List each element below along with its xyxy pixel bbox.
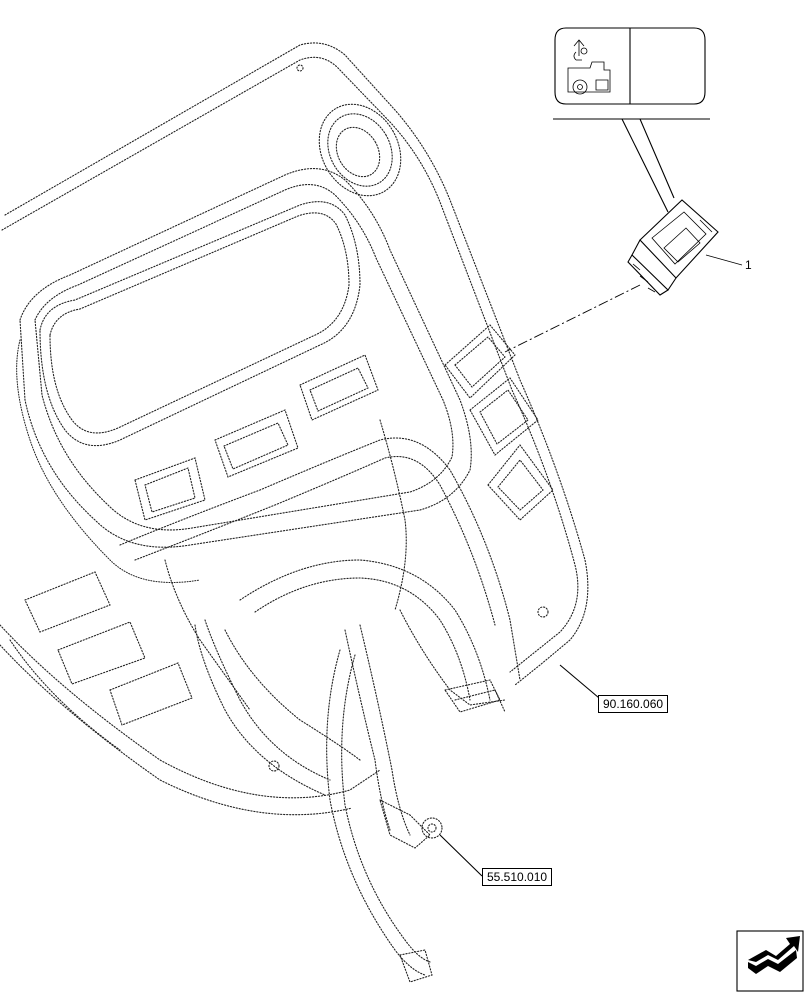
rocker-switch-part [627, 199, 719, 296]
screw-hole [268, 760, 280, 772]
screw-hole [537, 606, 549, 618]
cable-harness [194, 619, 506, 983]
console-shell [0, 42, 589, 816]
callout-ref-bottom[interactable]: 55.510.010 [482, 868, 553, 886]
bezel-switch-row [134, 354, 379, 521]
steering-housing [119, 419, 521, 711]
switch-symbol-panel [553, 27, 710, 213]
callout-ref-top[interactable]: 90.160.060 [598, 695, 669, 713]
console-bezel [16, 168, 472, 583]
switch-symbol-icon [567, 39, 611, 95]
screw-hole [296, 64, 304, 72]
gauge-ring [318, 103, 402, 197]
callout-leader-bottom [439, 834, 483, 877]
assembly-line [504, 284, 641, 353]
item-leader-line [705, 254, 743, 266]
display-screen [39, 201, 361, 447]
callout-leader-top [559, 664, 606, 704]
lower-left-switches [24, 571, 193, 726]
item-number: 1 [745, 258, 752, 272]
right-switch-column [444, 324, 554, 521]
next-page-arrow-icon[interactable] [736, 930, 804, 992]
